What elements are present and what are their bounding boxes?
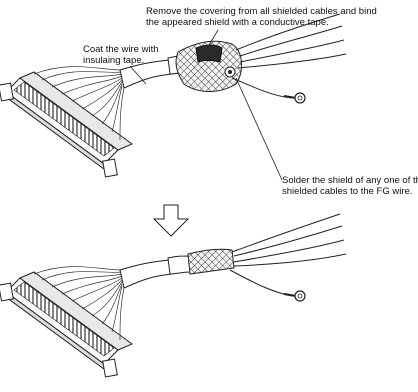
fg-ring-terminal-bottom [284,291,305,301]
finished-shield-wrap [188,249,234,274]
wires-bottom [230,214,346,296]
conductive-tape [196,45,222,62]
bottom-assembly [0,214,346,377]
down-arrow-icon [154,205,188,236]
top-assembly [0,14,346,180]
annotation-solder-shield: Solder the shield of any one of the shie… [282,175,418,197]
fg-ring-terminal-top [284,93,305,103]
connector-bottom [0,260,172,377]
connector-top [0,60,172,177]
annotation-remove-covering: Remove the covering from all shielded ca… [146,6,377,28]
annotation-coat-wire: Coat the wire with insulaing tape. [83,44,159,66]
